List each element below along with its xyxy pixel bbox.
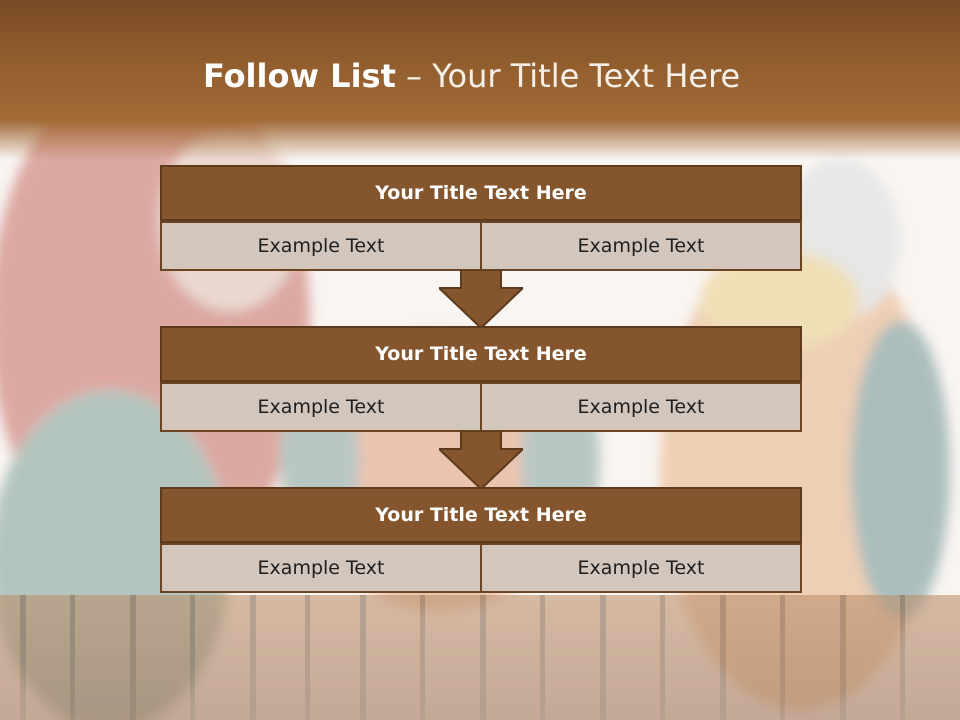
block-title: Your Title Text Here: [160, 326, 802, 382]
block-row: Example Text Example Text: [160, 382, 802, 432]
down-arrow-icon: [439, 431, 523, 491]
block-row: Example Text Example Text: [160, 221, 802, 271]
block-cell-right: Example Text: [482, 543, 802, 593]
block-cell-left: Example Text: [160, 221, 482, 271]
block-cell-left: Example Text: [160, 543, 482, 593]
block-title: Your Title Text Here: [160, 165, 802, 221]
list-block-1: Your Title Text Here Example Text Exampl…: [160, 165, 802, 271]
list-block-3: Your Title Text Here Example Text Exampl…: [160, 487, 802, 593]
slide-title: Follow List – Your Title Text Here: [203, 56, 740, 96]
title-lead: Follow List: [203, 57, 396, 95]
down-arrow-icon: [439, 270, 523, 330]
list-block-2: Your Title Text Here Example Text Exampl…: [160, 326, 802, 432]
block-cell-left: Example Text: [160, 382, 482, 432]
block-title: Your Title Text Here: [160, 487, 802, 543]
block-cell-right: Example Text: [482, 382, 802, 432]
header-band: [0, 0, 960, 160]
title-rest: – Your Title Text Here: [406, 57, 741, 95]
block-cell-right: Example Text: [482, 221, 802, 271]
block-row: Example Text Example Text: [160, 543, 802, 593]
